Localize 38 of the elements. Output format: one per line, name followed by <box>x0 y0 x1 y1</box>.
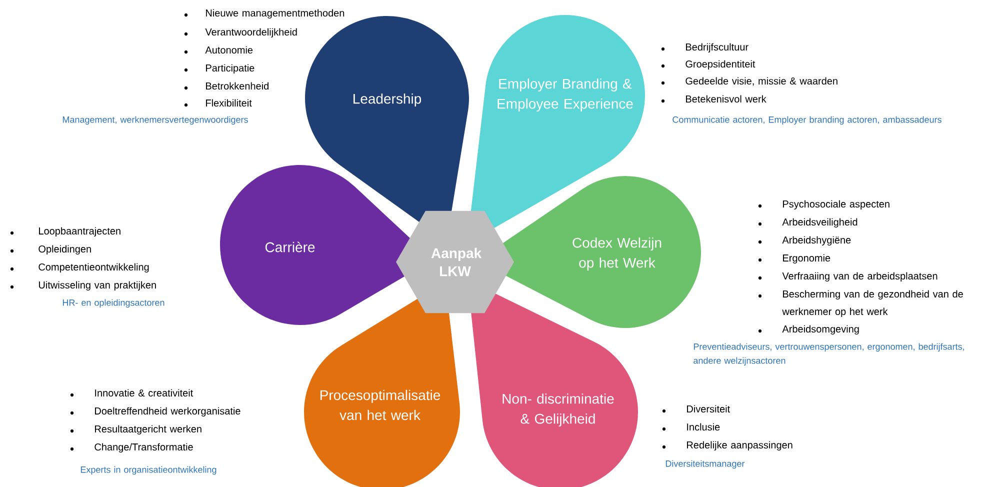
bullet-item: Arbeidsomgeving <box>758 325 859 334</box>
bullet-item: Bedrijfscultuur <box>661 43 748 53</box>
bullet-item: Verfraaiing van de arbeidsplaatsen <box>758 272 938 282</box>
bullet-item: Innovatie & creativiteit <box>70 389 194 397</box>
bullet-item: Resultaatgericht werken <box>70 425 202 434</box>
bullet-item: Gedeelde visie, missie & waarden <box>661 77 838 86</box>
bullet-item: Betekenisvol werk <box>661 95 766 103</box>
bullet-item: Inclusie <box>662 423 720 431</box>
bullet-item: Autonomie <box>184 46 253 54</box>
bullet-item: Betrokkenheid <box>184 82 268 90</box>
bullet-item: Nieuwe managementmethoden <box>184 9 344 19</box>
bullet-item: Competentieontwikkeling <box>10 263 149 272</box>
bullet-item: Redelijke aanpassingen <box>662 441 792 450</box>
bullet-item: Arbeidshygiëne <box>758 236 851 246</box>
bullet-item: Doeltreffendheid werkorganisatie <box>70 407 240 416</box>
bullet-item: Verantwoordelijkheid <box>184 28 297 38</box>
bullet-item: Psychosociale aspecten <box>758 200 890 210</box>
bullet-item: Participatie <box>184 64 254 74</box>
bullet-item: Loopbaantrajecten <box>10 227 120 236</box>
actor-note: Diversiteitsmanager <box>666 460 745 469</box>
bullet-item: Flexibiliteit <box>184 99 252 107</box>
actor-note: Management, werknemersvertegenwoordigers <box>62 116 248 125</box>
actor-note: Communicatie actoren, Employer branding actoren, ambassadeurs <box>672 116 942 125</box>
actor-note: Preventieadviseurs, vertrouwenspersonen, ergonomen, bedrijfsarts, andere welzijnsactoren <box>694 343 964 366</box>
petal: Procesoptimalisatie van het werk <box>304 282 460 487</box>
bullet-item: Ergonomie <box>758 254 830 264</box>
petal: Non- discriminatie & Gelijkheid <box>468 280 638 487</box>
bullet-item: Bescherming van de gezondheid van de werknemer op het werk <box>758 290 963 317</box>
hub-hexagon: Aanpak LKW <box>396 210 514 314</box>
bullet-item: Change/Transformatie <box>70 443 193 452</box>
bullet-item: Groepsidentiteit <box>661 60 756 70</box>
actor-note: Experts in organisatieontwikkeling <box>80 466 216 475</box>
bullet-item: Uitwisseling van praktijken <box>10 281 156 290</box>
actor-note: HR- en opleidingsactoren <box>62 299 164 308</box>
bullet-item: Opleidingen <box>10 245 91 254</box>
bullet-item: Arbeidsveiligheid <box>758 218 858 228</box>
bullet-item: Diversiteit <box>662 405 730 413</box>
petal: Leadership <box>305 16 469 242</box>
